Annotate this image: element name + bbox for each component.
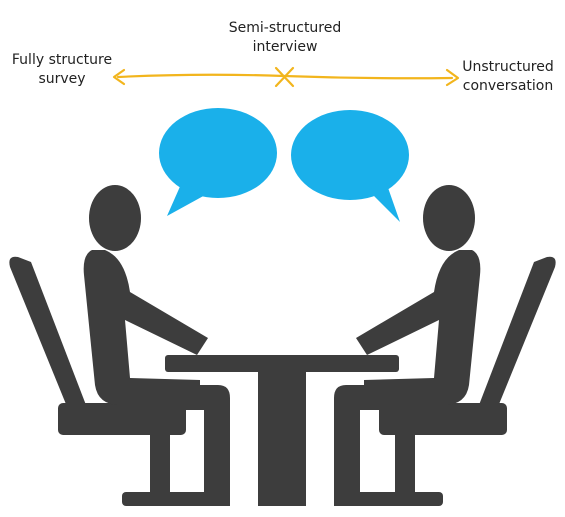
chair-right-icon (337, 256, 556, 506)
midpoint-cross-icon (274, 66, 295, 88)
semi-structured-label-line2: interview (252, 39, 318, 55)
unstructured-label-line1: Unstructured (462, 59, 554, 75)
spectrum-line (112, 66, 460, 88)
semi-structured-label: Semi-structured interview (212, 19, 358, 57)
table-icon (165, 355, 399, 506)
unstructured-label-line2: conversation (462, 78, 554, 94)
speech-bubble-left-icon (159, 108, 277, 216)
right-arrowhead (445, 68, 460, 87)
fully-structured-label: Fully structure survey (6, 51, 118, 89)
fully-structured-label-line2: survey (38, 71, 86, 87)
person-left-icon (83, 185, 230, 506)
person-right-icon (334, 185, 481, 506)
semi-structured-label-line1: Semi-structured (228, 20, 342, 36)
speech-bubble-right-icon (291, 110, 409, 222)
chair-left-icon (9, 256, 228, 506)
fully-structured-label-line1: Fully structure (11, 52, 113, 68)
unstructured-label: Unstructured conversation (452, 58, 564, 96)
left-arrowhead (112, 68, 126, 86)
